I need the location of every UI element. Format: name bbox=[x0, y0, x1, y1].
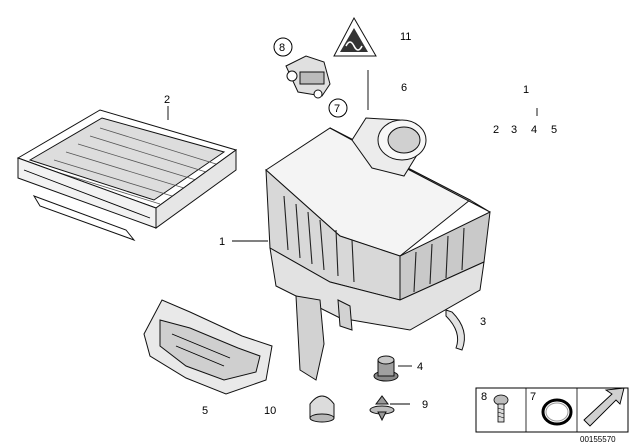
kit-item-5: 5 bbox=[551, 124, 557, 136]
intake-silencer-housing[interactable] bbox=[265, 117, 491, 381]
circled-callout-8: 8 bbox=[273, 37, 293, 57]
hot-film-air-mass-meter[interactable] bbox=[285, 55, 331, 99]
rubber-mount[interactable] bbox=[373, 355, 399, 382]
arrow-icon bbox=[583, 387, 625, 427]
legend-item-8: 8 bbox=[481, 391, 487, 403]
callouts: 2 1 6 11 3 4 9 5 10 bbox=[164, 31, 486, 417]
kit-item-2: 2 bbox=[493, 124, 499, 136]
warning-triangle-decal[interactable] bbox=[333, 16, 377, 57]
legend-box: 8 7 bbox=[475, 387, 629, 433]
screw-8-icon bbox=[493, 394, 509, 423]
callout-9: 9 bbox=[422, 399, 428, 411]
grommet-cap[interactable] bbox=[309, 395, 335, 423]
kit-item-4: 4 bbox=[531, 124, 537, 136]
circled-callout-7: 7 bbox=[328, 98, 348, 118]
expanding-rivet[interactable] bbox=[369, 395, 395, 422]
kit-top: 1 bbox=[523, 84, 529, 96]
svg-text:7: 7 bbox=[334, 103, 340, 115]
leader-lines bbox=[167, 70, 538, 405]
svg-text:8: 8 bbox=[279, 42, 285, 54]
callout-11: 11 bbox=[400, 31, 411, 43]
callout-6: 6 bbox=[401, 82, 407, 94]
legend-item-7: 7 bbox=[530, 391, 536, 403]
kit-item-3: 3 bbox=[511, 124, 517, 136]
callout-1: 1 bbox=[219, 236, 225, 248]
kit-group: 1 2 3 4 5 bbox=[493, 84, 557, 136]
air-filter-element[interactable] bbox=[16, 109, 238, 242]
gasket-ring-7-icon bbox=[541, 398, 573, 426]
callout-10: 10 bbox=[264, 405, 276, 417]
callout-4: 4 bbox=[417, 361, 423, 373]
callout-3: 3 bbox=[480, 316, 486, 328]
callout-5: 5 bbox=[202, 405, 208, 417]
callout-2: 2 bbox=[164, 94, 170, 106]
document-id: 00155570 bbox=[580, 435, 616, 444]
clip[interactable] bbox=[445, 309, 465, 351]
intake-duct[interactable] bbox=[143, 299, 273, 395]
